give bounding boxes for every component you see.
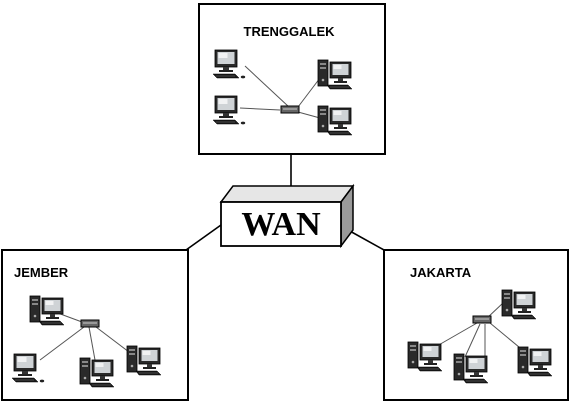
wan-link-jakarta xyxy=(347,229,385,251)
site-jember: JEMBER xyxy=(1,249,189,401)
site-label-jember: JEMBER xyxy=(14,265,69,280)
lan-cables xyxy=(239,65,321,119)
site-box-trenggalek xyxy=(198,3,386,155)
wan-link-jember xyxy=(185,224,222,251)
site-label-trenggalek: TRENGGALEK xyxy=(244,24,336,39)
switch-icon xyxy=(280,105,300,114)
site-label-jakarta: JAKARTA xyxy=(410,265,472,280)
switch-icon xyxy=(472,315,492,324)
site-trenggalek: TRENGGALEK xyxy=(198,3,386,155)
switch-icon xyxy=(80,319,100,328)
site-jakarta: JAKARTA xyxy=(383,249,569,401)
wan-node: WAN xyxy=(219,183,355,249)
wan-label: WAN xyxy=(241,206,321,243)
